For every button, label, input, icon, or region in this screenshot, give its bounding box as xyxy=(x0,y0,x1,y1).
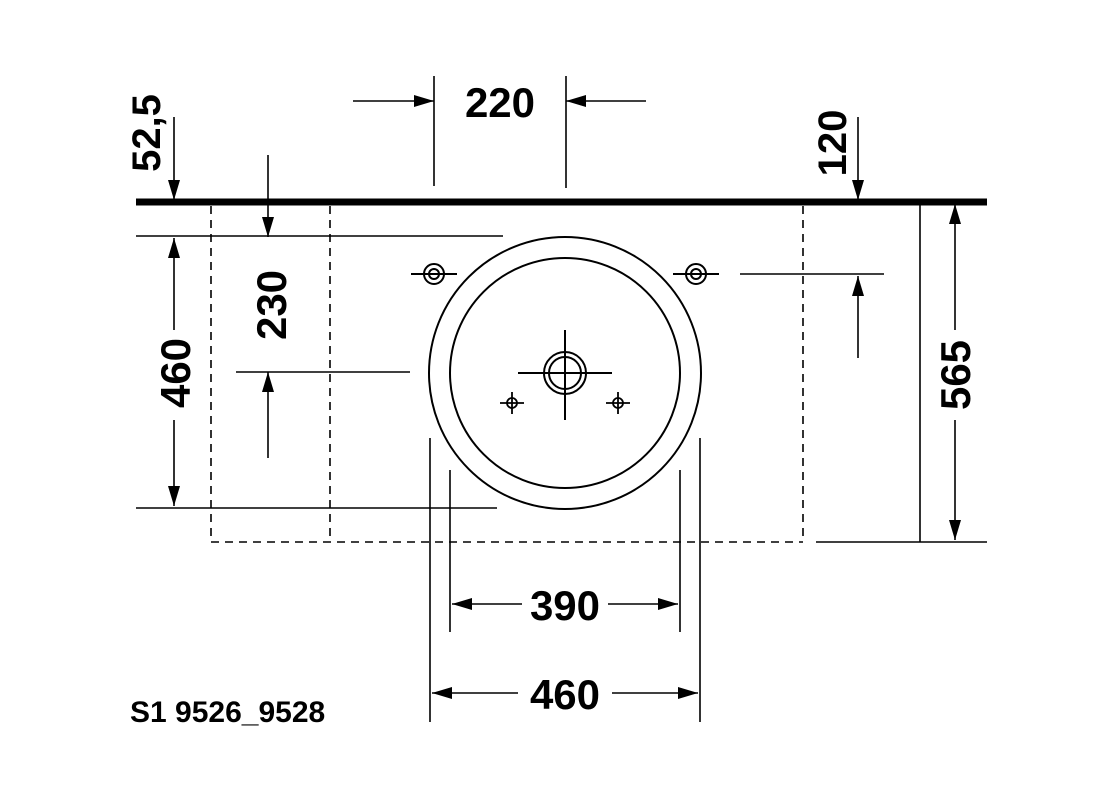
drain-icon xyxy=(518,330,612,420)
drawing-code: S1 9526_9528 xyxy=(130,696,325,729)
dim-label-total-depth: 565 xyxy=(932,340,979,410)
basin-inner-bowl xyxy=(449,257,681,489)
tap-hole-left-icon xyxy=(411,263,457,285)
dim-label-outer-diameter: 460 xyxy=(530,671,600,718)
fixing-hole-right-icon xyxy=(606,392,630,414)
dim-label-left-offset: 52,5 xyxy=(125,94,169,172)
dim-label-top-width: 220 xyxy=(465,79,535,126)
dim-label-basin-depth: 460 xyxy=(152,338,199,408)
fixing-hole-left-icon xyxy=(500,392,524,414)
tap-hole-right-icon xyxy=(673,263,719,285)
dim-label-right-offset: 120 xyxy=(811,110,855,177)
basin-outer-rim xyxy=(428,236,702,510)
cabinet-outline xyxy=(210,206,804,543)
dim-label-tap-distance: 230 xyxy=(248,270,295,340)
cabinet-side xyxy=(816,202,987,543)
dimension-lines xyxy=(136,76,961,722)
dim-label-inner-diameter: 390 xyxy=(530,582,600,629)
